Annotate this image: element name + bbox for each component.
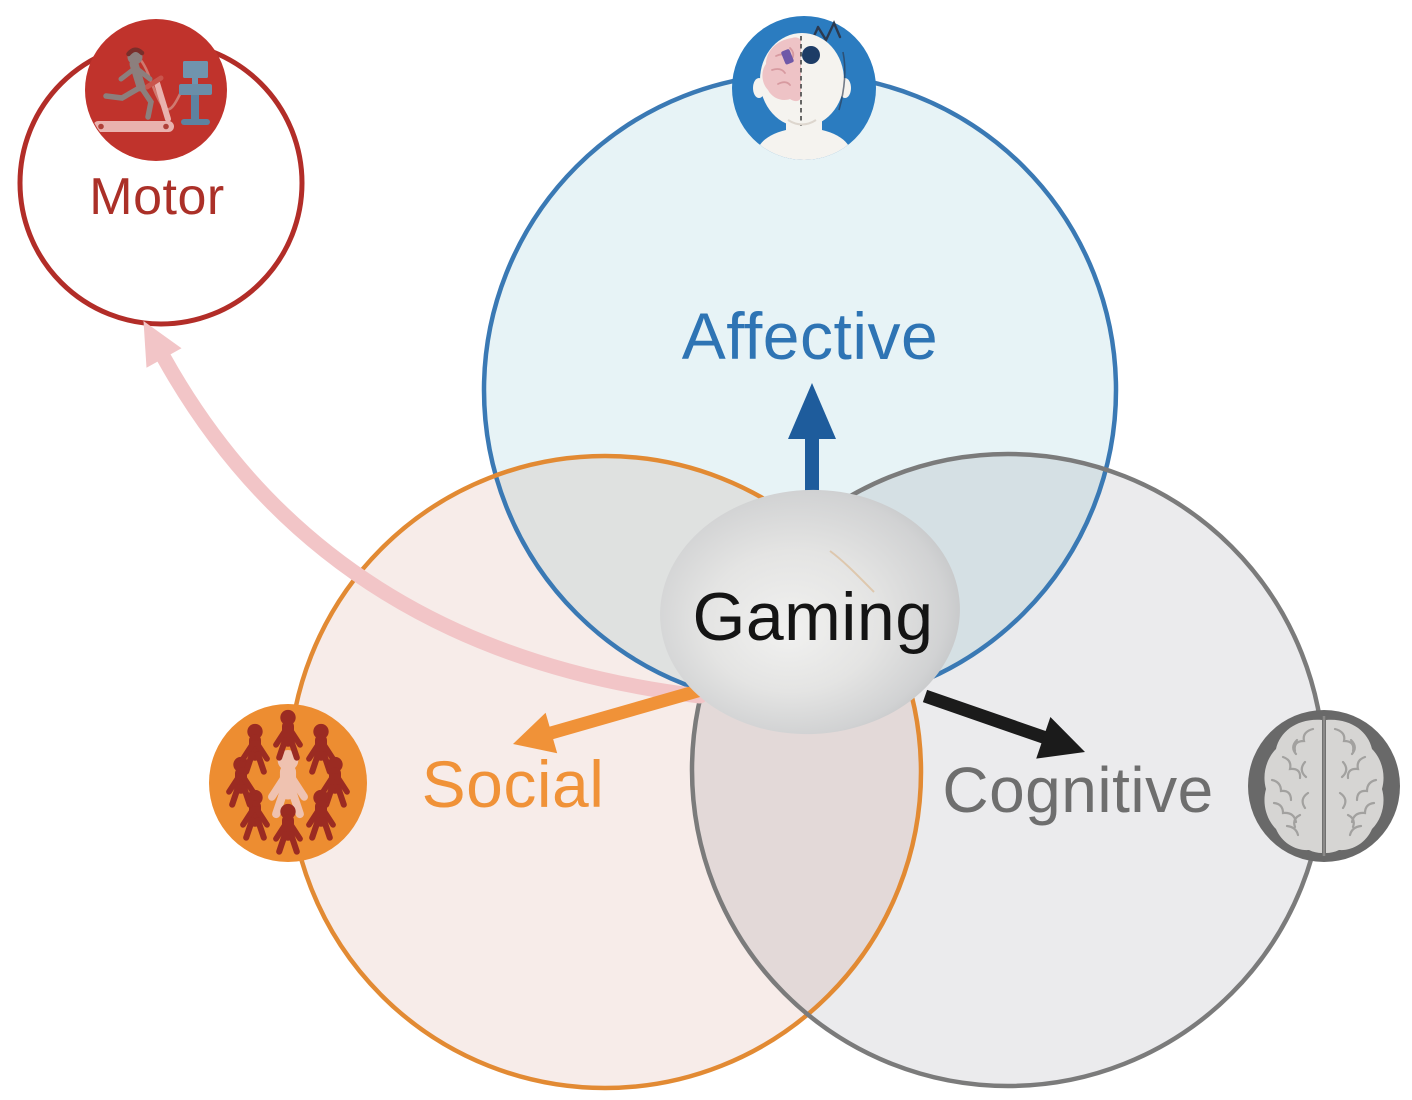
runner [103, 47, 154, 120]
monitor-cart [179, 61, 212, 125]
gaming-to-motor-arrow [143, 321, 708, 704]
treadmill-gait-icon [85, 19, 227, 161]
gaming-label: Gaming [692, 579, 934, 655]
blob-crack [829, 550, 875, 593]
treadmill [93, 75, 174, 132]
brain-lesion-mark [781, 49, 794, 65]
gaming-to-social-arrow [513, 681, 710, 754]
social-label: Social [421, 747, 605, 821]
affective-label: Affective [681, 299, 939, 373]
gaming-blob [660, 489, 960, 735]
electrode [802, 46, 820, 64]
head-brain-electrode-icon [732, 16, 876, 160]
cognitive-label: Cognitive [942, 754, 1214, 826]
brain-icon [1248, 710, 1400, 862]
gaming-to-cognitive-arrow [922, 689, 1085, 759]
motor-label: Motor [89, 168, 225, 226]
people-group-icon [209, 704, 367, 862]
